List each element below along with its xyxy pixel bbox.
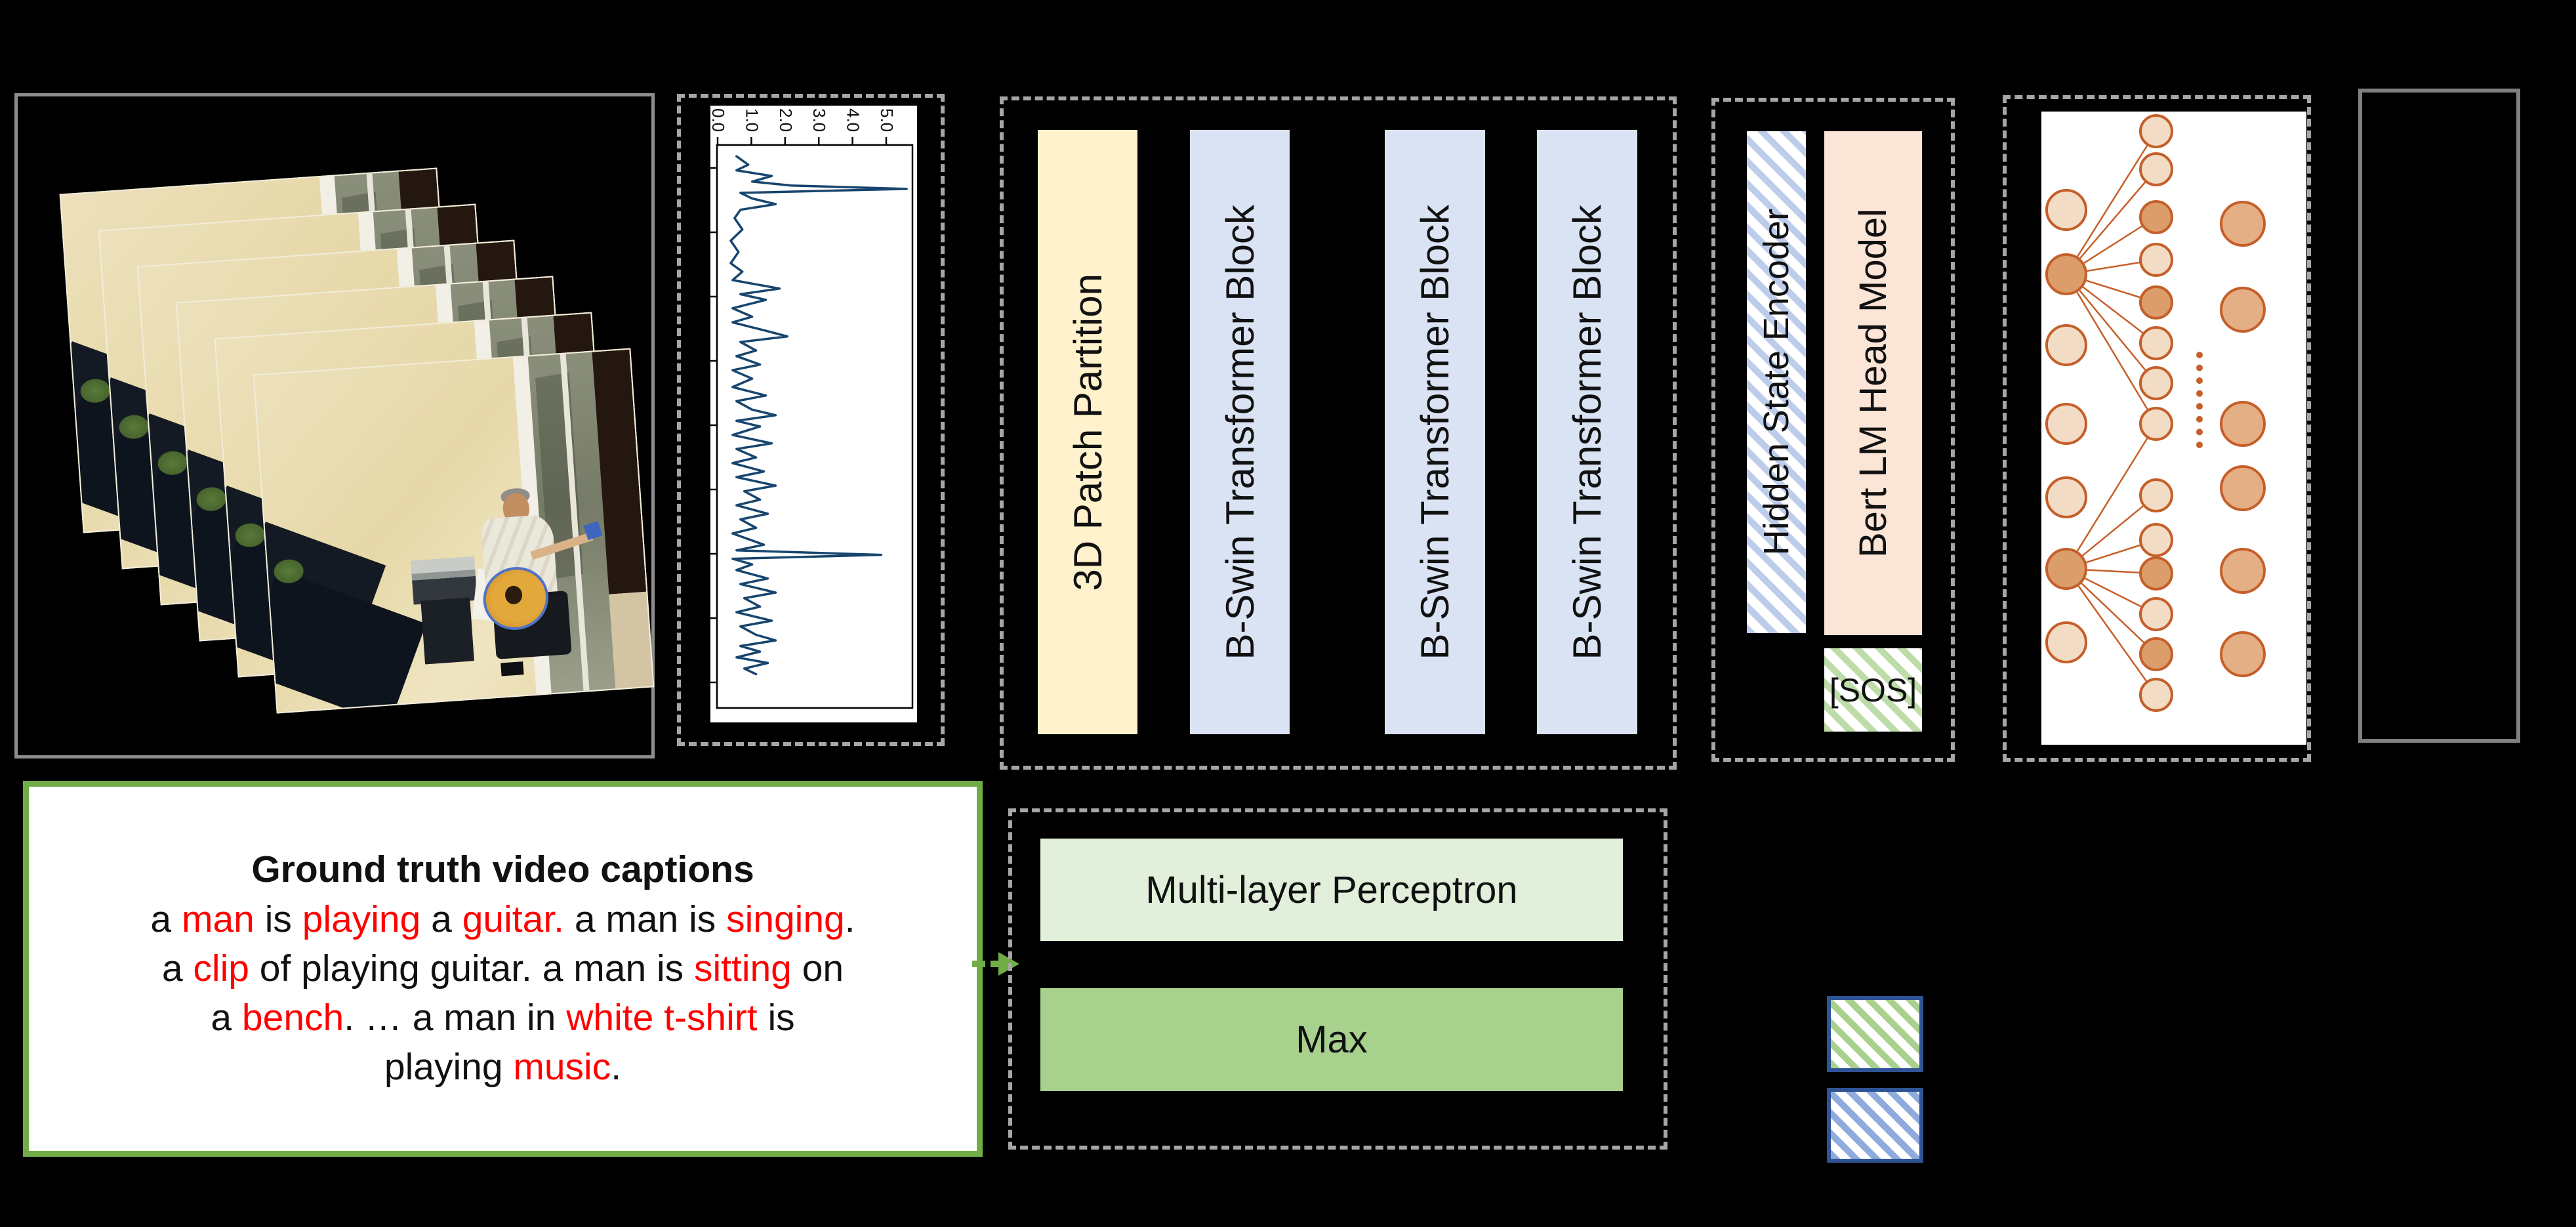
bswin-transformer-block-2: B-Swin Transformer Block: [1385, 130, 1485, 734]
svg-text:3.0: 3.0: [809, 108, 829, 132]
multi-layer-perceptron-label: Multi-layer Perceptron: [1145, 868, 1518, 911]
svg-text:5.0: 5.0: [877, 108, 897, 132]
waveform-plot: 0.0 1.0 2.0 3.0 4.0 5.0: [708, 106, 917, 722]
svg-text:2.0: 2.0: [776, 108, 796, 132]
bswin-transformer-label-2: B-Swin Transformer Block: [1413, 204, 1457, 660]
patch-partition-block: 3D Patch Partition: [1038, 130, 1137, 734]
legend-blue-hatch-swatch: [1827, 1088, 1923, 1163]
bswin-transformer-label-1: B-Swin Transformer Block: [1217, 204, 1262, 660]
video-frames-panel: [14, 93, 655, 759]
max-label: Max: [1296, 1018, 1368, 1061]
hidden-state-encoder-block: Hidden State Encoder: [1747, 131, 1806, 633]
generated-caption-box: [2358, 89, 2520, 743]
mlp-panel: Multi-layer Perceptron Max: [1008, 808, 1667, 1150]
captions-title: Ground truth video captions: [251, 848, 754, 891]
ground-truth-captions-box: Ground truth video captions a man is pla…: [23, 781, 983, 1157]
bert-lm-head-label: Bert LM Head Model: [1852, 209, 1894, 558]
caption-line: a man is playing a guitar. a man is sing…: [150, 898, 855, 940]
word-network-canvas: [2041, 112, 2306, 745]
max-block: Max: [1040, 988, 1623, 1091]
caption-line: a clip of playing guitar. a man is sitti…: [161, 947, 844, 989]
bswin-transformer-block-1: B-Swin Transformer Block: [1190, 130, 1290, 734]
svg-text:0.0: 0.0: [710, 108, 728, 132]
bswin-transformer-label-3: B-Swin Transformer Block: [1565, 204, 1609, 660]
legend-green-hatch-swatch: [1827, 996, 1923, 1072]
svg-text:4.0: 4.0: [844, 108, 863, 132]
video-encoder-panel: 3D Patch Partition B-Swin Transformer Bl…: [1000, 96, 1677, 770]
hidden-state-encoder-label: Hidden State Encoder: [1757, 209, 1796, 556]
patch-partition-label: 3D Patch Partition: [1065, 273, 1110, 591]
audio-signal-panel: 0.0 1.0 2.0 3.0 4.0 5.0: [677, 94, 945, 746]
captions-text: a man is playing a guitar. a man is sing…: [29, 895, 977, 1092]
caption-decoder-panel: Hidden State Encoder Bert LM Head Model …: [1711, 98, 1955, 762]
video-frame: [253, 348, 655, 714]
word-network-panel: [2003, 95, 2311, 762]
sos-token-block: [SOS]: [1824, 648, 1922, 732]
caption-line: playing music.: [384, 1046, 622, 1089]
multi-layer-perceptron-block: Multi-layer Perceptron: [1040, 839, 1623, 941]
caption-line: a bench. … a man in white t-shirt is: [211, 997, 795, 1039]
bert-lm-head-block: Bert LM Head Model: [1824, 131, 1922, 635]
svg-text:1.0: 1.0: [742, 108, 762, 132]
bswin-transformer-block-3: B-Swin Transformer Block: [1537, 130, 1637, 734]
sos-token-label: [SOS]: [1829, 671, 1917, 709]
